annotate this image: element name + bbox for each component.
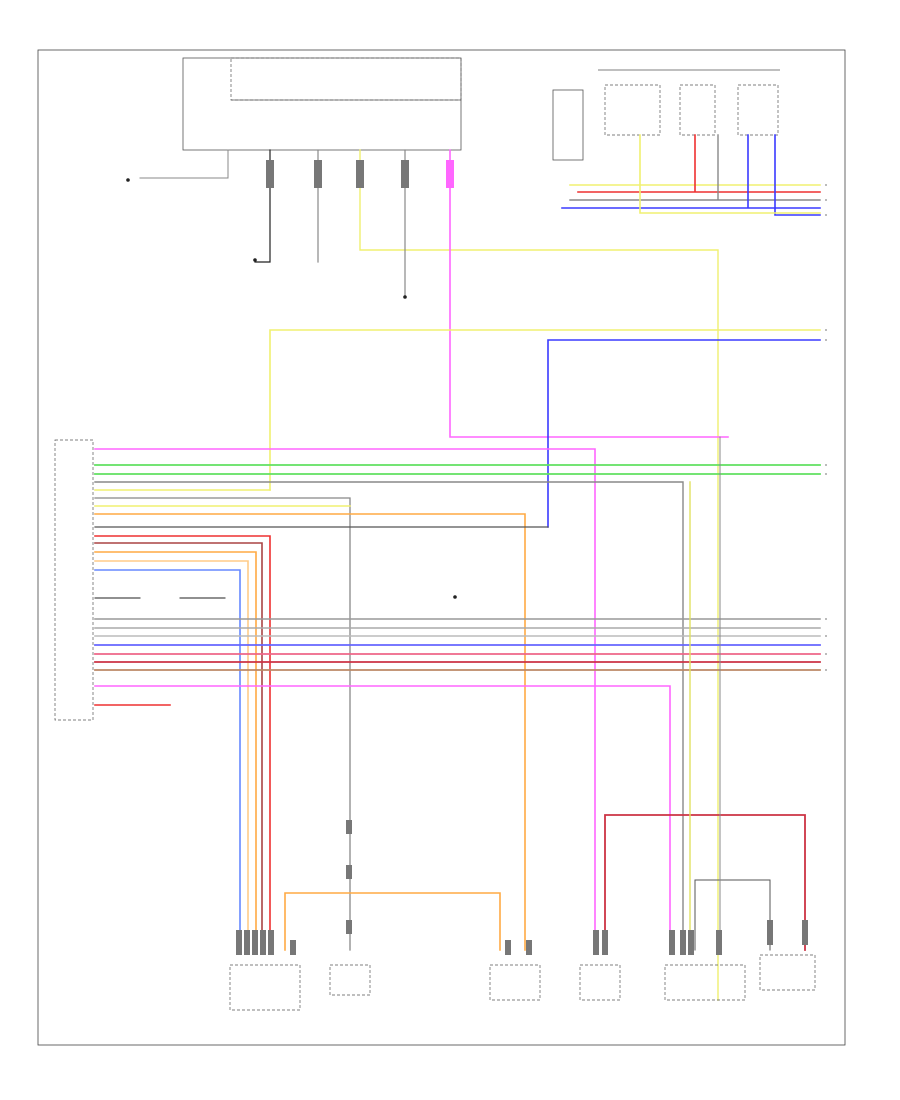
wire-bottom-orange-loop xyxy=(284,892,501,951)
wire-bottom-red-loop xyxy=(604,814,806,951)
wire-l-pink-1 xyxy=(94,448,596,951)
bottom-component-b xyxy=(329,964,371,996)
top-right-module-group xyxy=(552,69,780,161)
wire-l-orange-2 xyxy=(94,551,257,951)
wire-bottom-gray-loop xyxy=(694,879,771,951)
bottom-component-c xyxy=(489,964,541,1001)
terminal-markers xyxy=(236,160,808,955)
wire-top-blue-2 xyxy=(774,134,821,216)
wire-bundle-pink-2 xyxy=(94,685,671,951)
wire-l-gray-2 xyxy=(94,497,351,951)
ecu-top-unit xyxy=(182,57,462,151)
wires xyxy=(94,134,821,1001)
wire-top-blue xyxy=(561,134,821,209)
bottom-component-e xyxy=(664,964,746,1001)
wire-l-brown-1 xyxy=(94,542,263,951)
wire-l-gray-1 xyxy=(94,481,684,951)
left-connector-block xyxy=(54,439,94,721)
bottom-components xyxy=(229,954,816,1011)
wire-ecu-left xyxy=(139,149,229,179)
wire-ecu-pink xyxy=(449,149,729,438)
right-terminal-ticks xyxy=(825,184,827,671)
bottom-component-a xyxy=(229,964,301,1011)
bottom-component-f xyxy=(759,954,816,991)
diagram-frame xyxy=(37,49,846,1046)
wire-l-orange-1 xyxy=(94,513,526,951)
wire-top-gray xyxy=(569,134,821,201)
wire-mid-yellow xyxy=(269,329,821,491)
bottom-component-d xyxy=(579,964,621,1001)
wire-ecu-yellow-1 xyxy=(359,149,719,1001)
wire-top-yellow-2 xyxy=(639,134,821,214)
sensor-labels xyxy=(126,178,457,599)
wire-top-red xyxy=(577,134,821,193)
wire-l-red-1 xyxy=(94,535,271,951)
wire-l-orange-3 xyxy=(94,560,249,951)
wire-mid-blue xyxy=(547,339,821,528)
wire-l-blue-2 xyxy=(94,569,241,951)
